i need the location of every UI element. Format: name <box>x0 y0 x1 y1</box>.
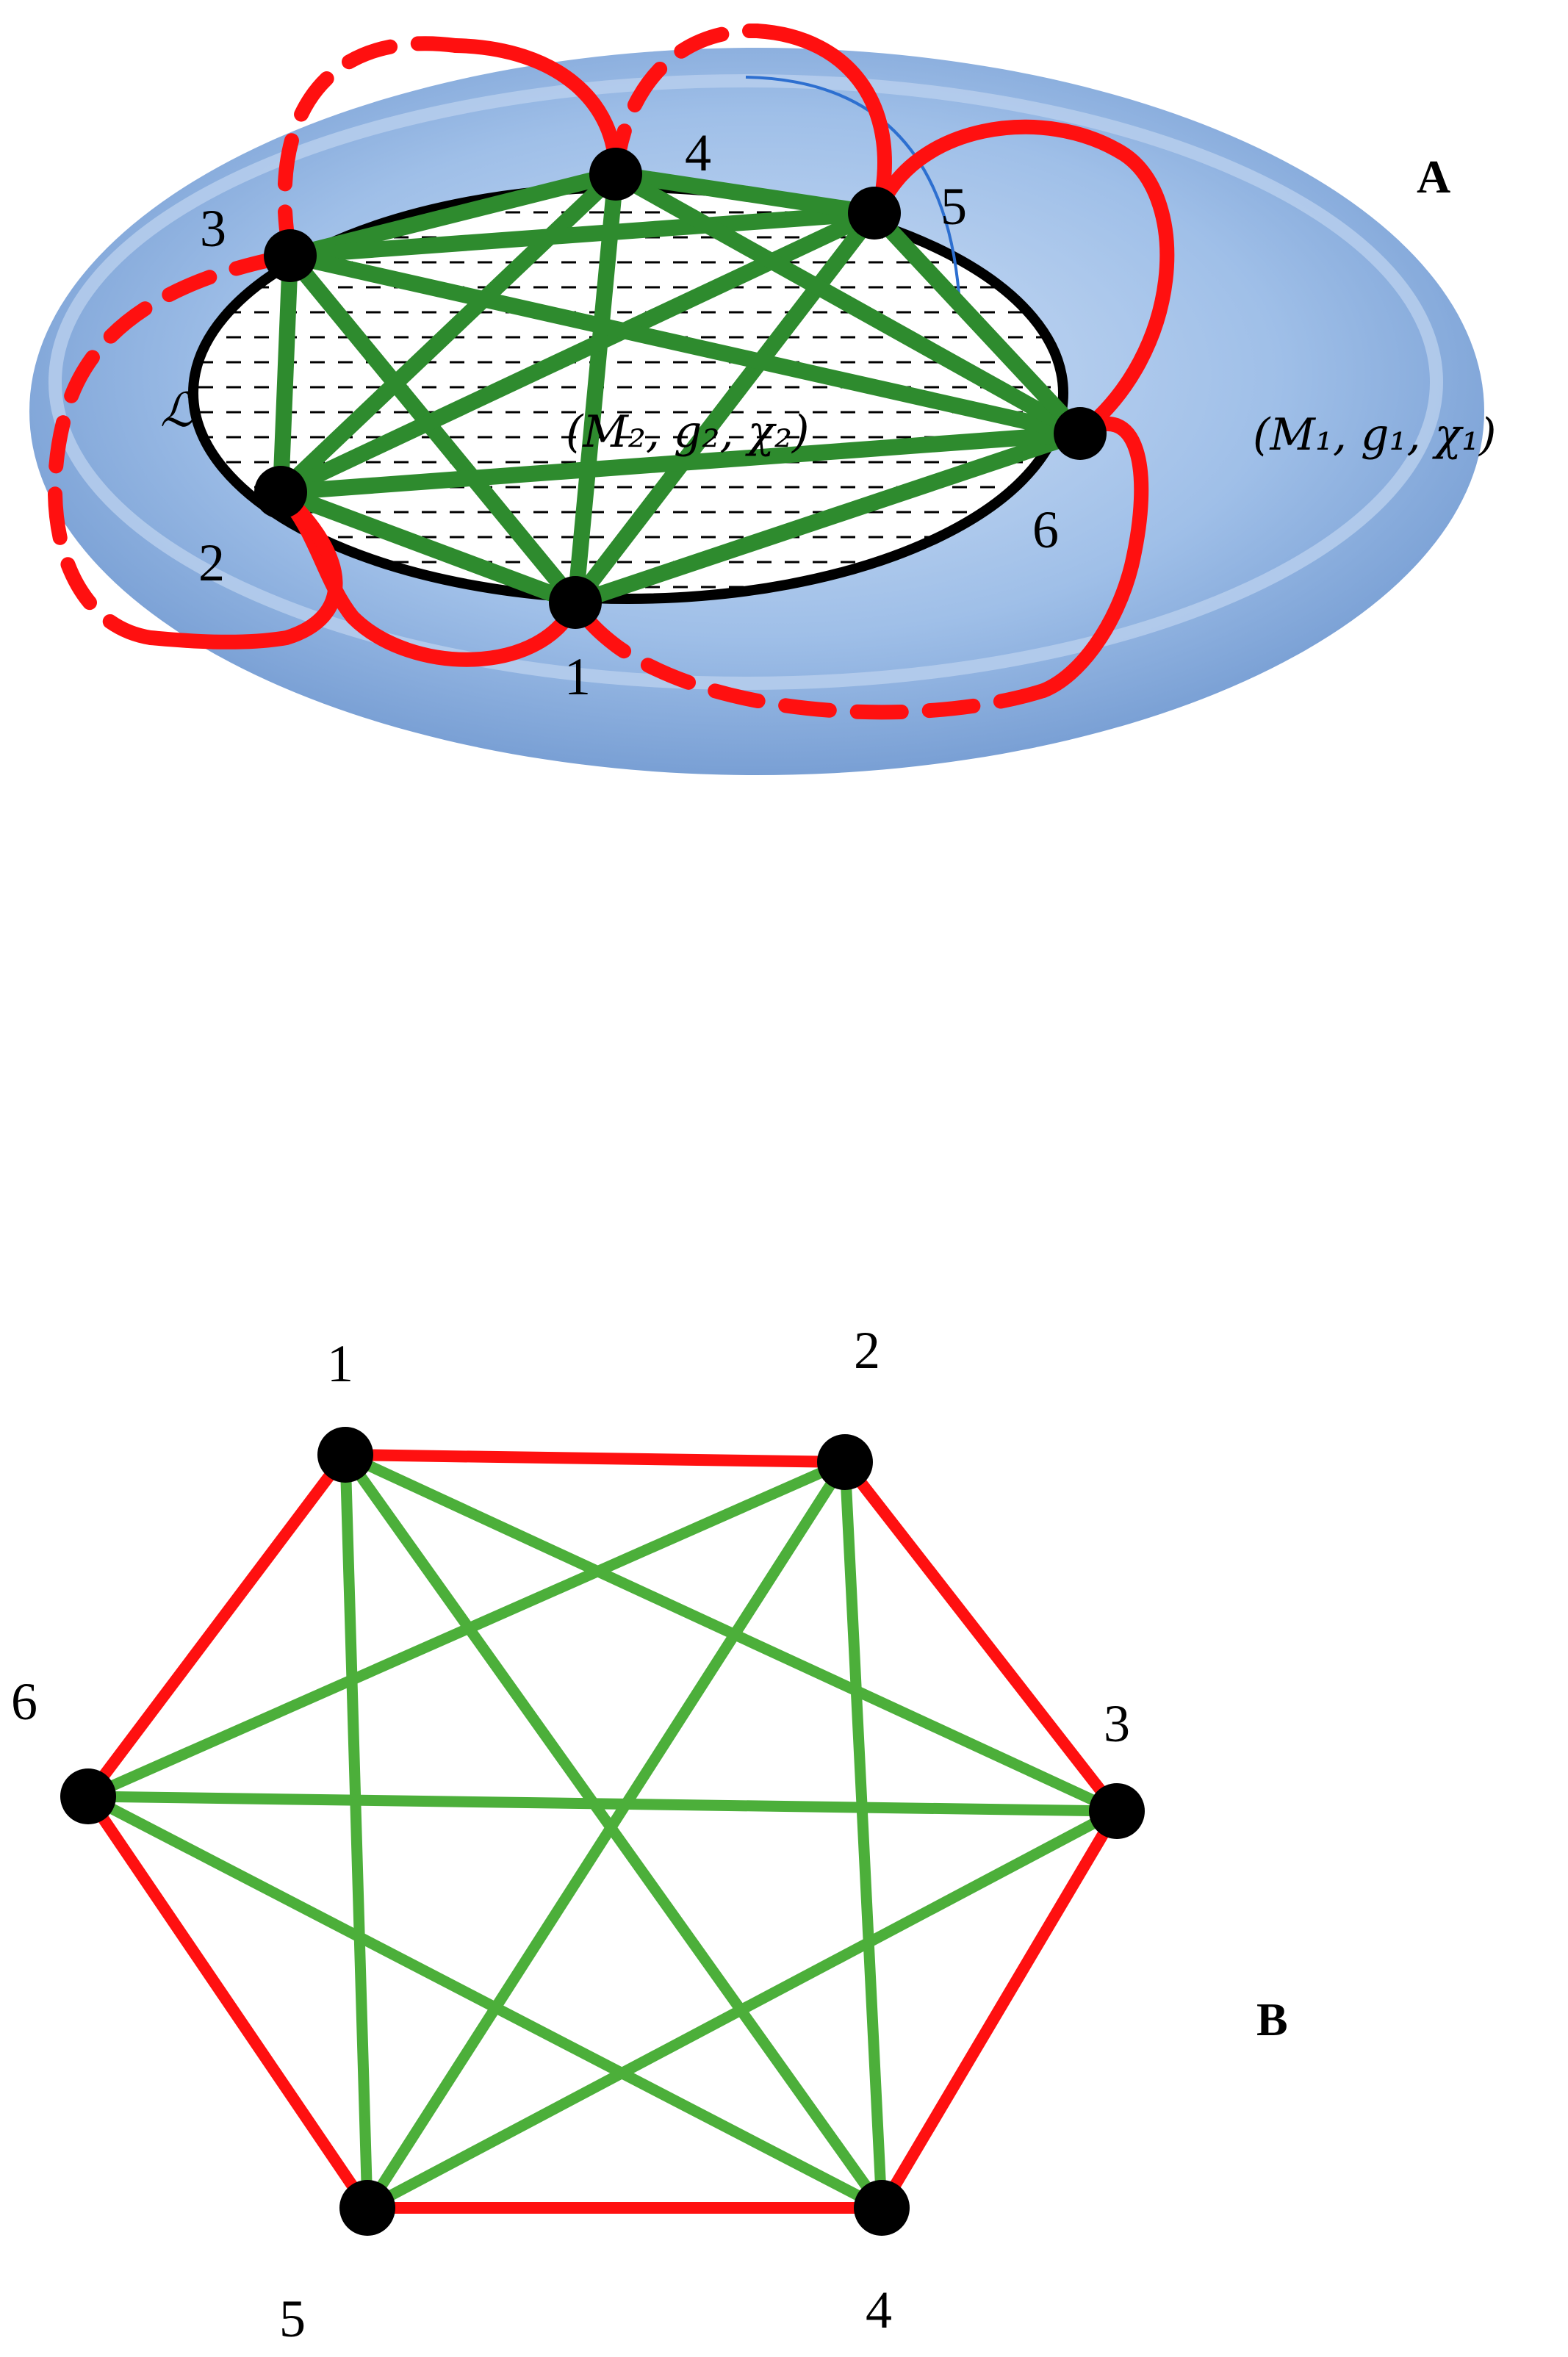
edge-a-4-6 <box>608 166 1088 442</box>
edge-a-1-6 <box>567 425 1088 611</box>
edge-b-2-4 <box>839 1456 888 2214</box>
vertex-label-b-6: 6 <box>11 1672 37 1731</box>
thin-arc <box>745 76 960 295</box>
edge-b-2-6 <box>82 1456 851 1802</box>
vertex-label-a-6: 6 <box>1032 500 1059 559</box>
curve-2-3-solid <box>143 485 343 649</box>
panel-a-label: A <box>1417 151 1450 203</box>
edge-a-2-6 <box>273 425 1088 500</box>
vertex-a-6 <box>1054 407 1107 460</box>
curve-1-2 <box>273 485 583 667</box>
outer-manifold-label: (M₁, g₁, χ₁) <box>1253 409 1496 461</box>
vertex-label-a-5: 5 <box>941 177 967 236</box>
panel-a: 1 2 3 4 5 6 ℒ (M₂, g₂, χ₂) (M₁, g₁, χ₁) … <box>29 23 1496 775</box>
edge-a-1-4 <box>567 166 624 611</box>
vertex-b-5 <box>339 2180 395 2236</box>
edge-a-4-5 <box>608 166 882 221</box>
edge-a-1-2 <box>273 484 583 611</box>
vertices-b <box>60 1427 1145 2236</box>
panel-b-label: B <box>1256 1993 1288 2045</box>
vertex-a-5 <box>848 187 901 240</box>
torus-rim <box>48 74 1443 690</box>
edge-a-1-5 <box>567 205 882 611</box>
vertex-a-4 <box>589 148 642 201</box>
curve-label: ℒ <box>160 384 195 438</box>
curve-6-1-solid <box>1036 417 1149 698</box>
edge-b-3-5 <box>362 1805 1123 2214</box>
edge-a-3-6 <box>282 248 1088 442</box>
vertex-label-b-5: 5 <box>279 2289 306 2348</box>
vertex-label-b-1: 1 <box>327 1334 353 1393</box>
red-edges-b <box>82 1449 1123 2214</box>
edge-a-2-4 <box>273 166 624 500</box>
vertex-label-a-3: 3 <box>200 199 226 258</box>
edge-b-1-5 <box>339 1449 373 2214</box>
vertex-a-1 <box>549 576 602 629</box>
green-edges-b <box>82 1449 1123 2214</box>
vertex-b-1 <box>317 1427 373 1483</box>
edge-b-5-6 <box>82 1791 373 2214</box>
curve-5-6 <box>871 119 1175 441</box>
red-curves-a <box>47 23 1175 720</box>
vertex-label-b-2: 2 <box>854 1321 880 1380</box>
edge-b-3-6 <box>82 1791 1123 1817</box>
panel-b: 1 2 3 4 5 6 B <box>11 1321 1288 2348</box>
edge-a-3-5 <box>282 205 882 264</box>
vertex-b-4 <box>854 2180 910 2236</box>
green-edges-a <box>273 166 1088 611</box>
edge-b-2-5 <box>362 1456 851 2214</box>
vertices-a <box>254 148 1107 629</box>
edge-b-4-6 <box>82 1791 888 2214</box>
inner-manifold-label: (M₂, g₂, χ₂) <box>566 406 809 458</box>
vertex-a-3 <box>264 229 317 282</box>
edge-b-6-1 <box>82 1449 351 1802</box>
vertex-b-3 <box>1089 1783 1145 1839</box>
edge-b-1-2 <box>339 1449 851 1468</box>
vertex-label-a-1: 1 <box>564 647 591 706</box>
curve-3-4 <box>277 36 463 263</box>
edge-b-2-3 <box>839 1456 1123 1817</box>
vertex-a-2 <box>254 466 307 519</box>
vertex-label-b-4: 4 <box>866 2281 892 2339</box>
vertex-b-6 <box>60 1768 116 1824</box>
curve-4-5-dashed <box>608 23 764 181</box>
vertex-label-b-3: 3 <box>1104 1694 1130 1753</box>
edge-a-3-4 <box>282 166 624 264</box>
edge-a-5-6 <box>866 205 1088 442</box>
vertex-label-a-4: 4 <box>685 123 711 182</box>
curve-4-5-solid <box>749 24 892 220</box>
edge-a-2-3 <box>273 248 298 500</box>
vertex-label-a-2: 2 <box>198 533 225 592</box>
edge-b-3-4 <box>876 1805 1123 2214</box>
vertex-b-2 <box>817 1434 873 1490</box>
curve-2-3-dashed <box>47 248 298 645</box>
